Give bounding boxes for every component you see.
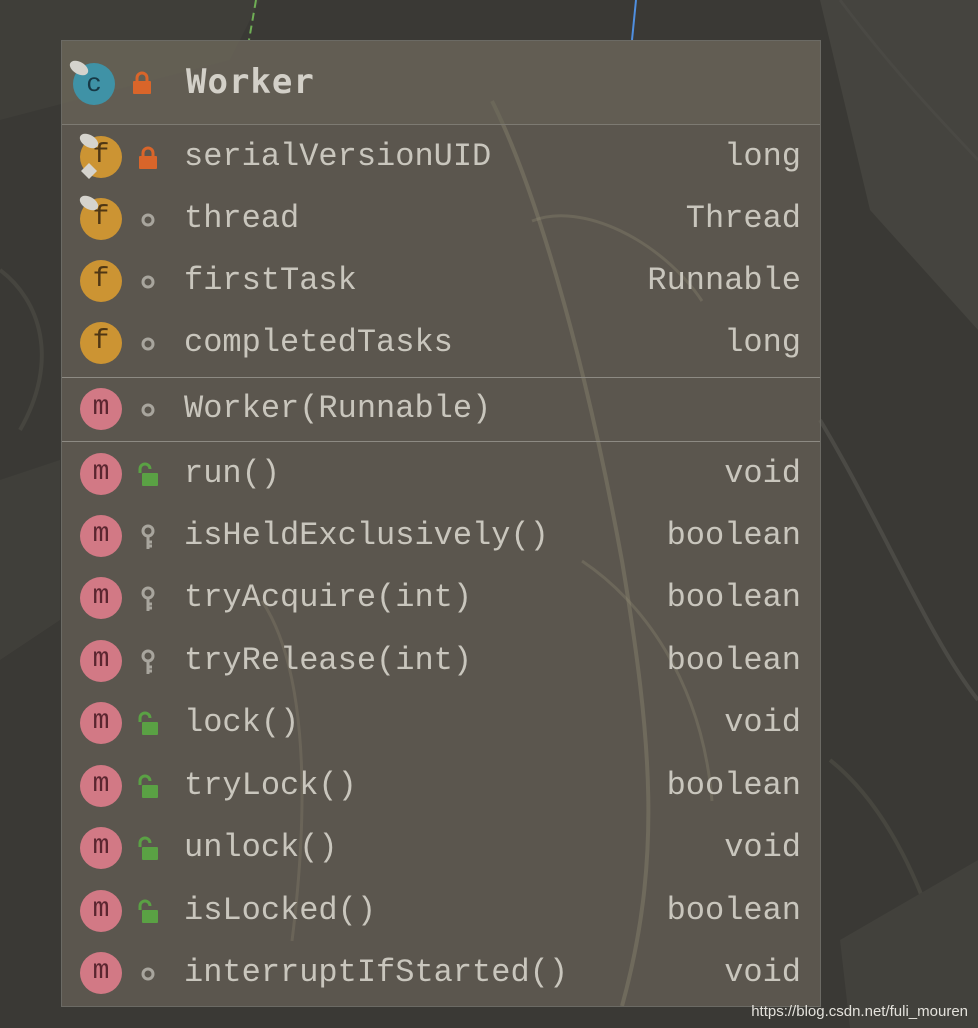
method-row[interactable]: m interruptIfStarted() void xyxy=(62,942,820,1004)
method-row[interactable]: m lock() void xyxy=(62,692,820,754)
field-name: firstTask xyxy=(184,262,357,299)
package-private-dot-icon xyxy=(141,337,155,351)
field-icon: f xyxy=(80,322,122,364)
method-row[interactable]: m tryLock() boolean xyxy=(62,755,820,817)
method-icon: m xyxy=(80,515,122,557)
protected-key-icon xyxy=(141,586,155,611)
method-name: run() xyxy=(184,455,281,492)
method-name: tryAcquire(int) xyxy=(184,579,473,616)
public-unlock-icon xyxy=(138,899,158,923)
field-name: thread xyxy=(184,200,300,237)
method-row[interactable]: m tryAcquire(int) boolean xyxy=(62,567,820,629)
method-return-type: boolean xyxy=(666,517,801,554)
method-icon: m xyxy=(80,890,122,932)
association-connector-line xyxy=(631,0,637,41)
method-icon: m xyxy=(80,388,122,430)
method-name: tryRelease(int) xyxy=(184,642,473,679)
method-name: lock() xyxy=(184,704,300,741)
method-name: isHeldExclusively() xyxy=(184,517,549,554)
method-return-type: void xyxy=(724,954,801,991)
connector-lines xyxy=(248,0,637,41)
method-return-type: boolean xyxy=(666,767,801,804)
package-private-dot-icon xyxy=(141,967,155,981)
public-unlock-icon xyxy=(138,836,158,860)
method-row[interactable]: m run() void xyxy=(62,443,820,505)
method-name: interruptIfStarted() xyxy=(184,954,569,991)
constructor-row[interactable]: m Worker(Runnable) xyxy=(62,378,820,440)
field-type: Thread xyxy=(685,200,801,237)
method-name: isLocked() xyxy=(184,892,377,929)
field-type: long xyxy=(724,324,801,361)
private-lock-icon xyxy=(133,71,151,94)
method-icon: m xyxy=(80,640,122,682)
field-row[interactable]: f thread Thread xyxy=(62,188,820,250)
field-row[interactable]: f firstTask Runnable xyxy=(62,250,820,312)
method-icon: m xyxy=(80,702,122,744)
watermark: https://blog.csdn.net/fuli_mouren xyxy=(751,1003,968,1020)
package-private-dot-icon xyxy=(141,275,155,289)
class-header[interactable]: c Worker xyxy=(62,41,820,125)
method-row[interactable]: m isLocked() boolean xyxy=(62,880,820,942)
field-name: serialVersionUID xyxy=(184,138,492,175)
final-marker-icon xyxy=(81,163,97,179)
method-icon: m xyxy=(80,577,122,619)
card-sketch-overlay xyxy=(260,100,714,1006)
method-row[interactable]: m isHeldExclusively() boolean xyxy=(62,505,820,567)
field-row[interactable]: f serialVersionUID long xyxy=(62,126,820,188)
pin-icon xyxy=(79,133,99,149)
method-row[interactable]: m tryRelease(int) boolean xyxy=(62,630,820,692)
class-name: Worker xyxy=(186,62,315,102)
method-row[interactable]: m unlock() void xyxy=(62,817,820,879)
method-return-type: boolean xyxy=(666,579,801,616)
method-return-type: void xyxy=(724,829,801,866)
pin-icon xyxy=(69,60,89,76)
protected-key-icon xyxy=(141,649,155,674)
protected-key-icon xyxy=(141,524,155,549)
package-private-dot-icon xyxy=(141,213,155,227)
uml-class-card[interactable]: c Worker f serialVersionUID long f xyxy=(61,40,821,1007)
method-return-type: void xyxy=(724,455,801,492)
method-name: unlock() xyxy=(184,829,338,866)
method-icon: m xyxy=(80,765,122,807)
field-icon: f xyxy=(80,260,122,302)
field-name: completedTasks xyxy=(184,324,453,361)
method-icon: m xyxy=(80,827,122,869)
section-divider xyxy=(62,377,820,378)
pin-icon xyxy=(79,195,99,211)
method-name: tryLock() xyxy=(184,767,357,804)
method-return-type: void xyxy=(724,704,801,741)
field-row[interactable]: f completedTasks long xyxy=(62,312,820,374)
public-unlock-icon xyxy=(138,774,158,798)
constructor-name: Worker(Runnable) xyxy=(184,390,492,427)
public-unlock-icon xyxy=(138,462,158,486)
class-icon-letter: c xyxy=(86,69,102,99)
public-unlock-icon xyxy=(138,711,158,735)
inheritance-connector-line xyxy=(248,0,257,41)
private-lock-icon xyxy=(139,146,157,169)
method-icon: m xyxy=(80,453,122,495)
method-return-type: boolean xyxy=(666,642,801,679)
package-private-dot-icon xyxy=(141,403,155,417)
field-type: long xyxy=(724,138,801,175)
field-type: Runnable xyxy=(647,262,801,299)
method-icon: m xyxy=(80,952,122,994)
method-return-type: boolean xyxy=(666,892,801,929)
section-divider xyxy=(62,441,820,442)
